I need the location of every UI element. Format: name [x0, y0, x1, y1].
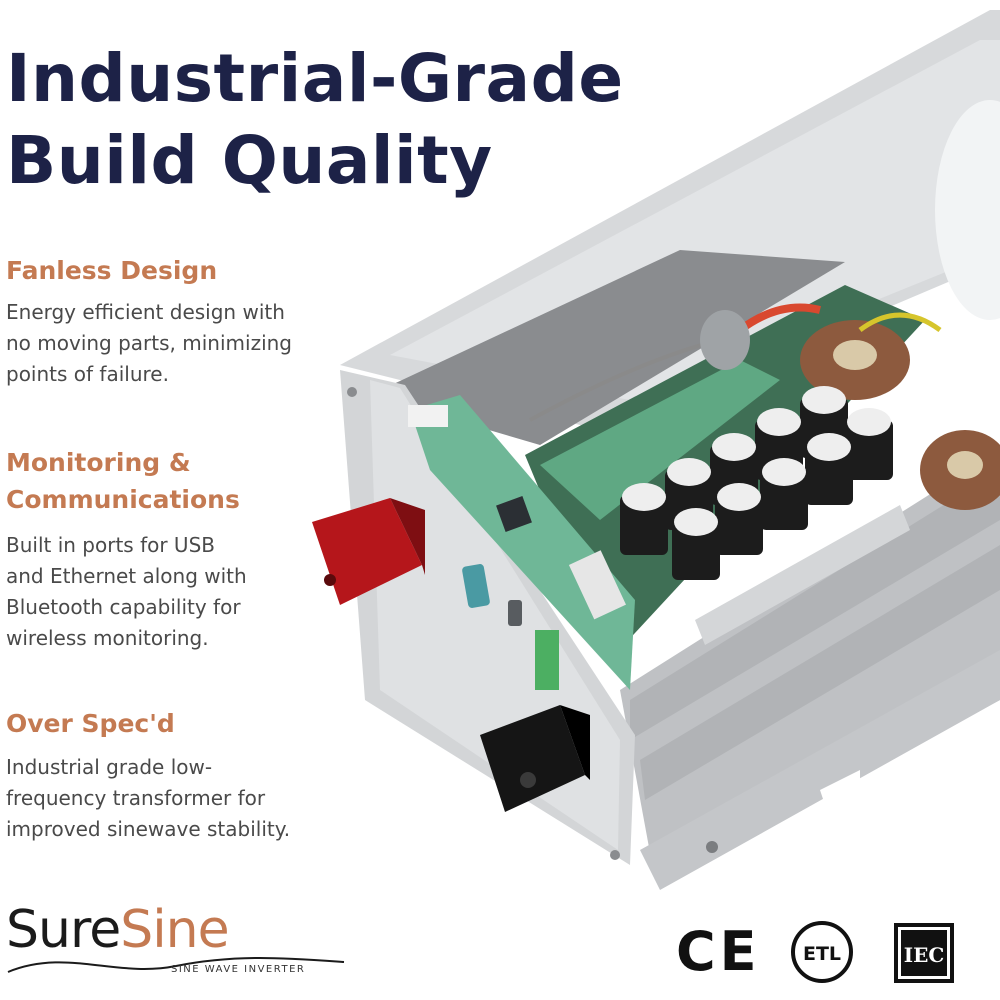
brand-wordmark: SureSine	[6, 898, 230, 962]
feature-desc-monitoring: Built in ports for USB and Ethernet alon…	[6, 530, 316, 654]
brand-tagline: SINE WAVE INVERTER	[171, 964, 306, 975]
desc-line: and Ethernet along with	[6, 564, 247, 588]
usb-port	[508, 600, 522, 626]
terminal-hole	[324, 574, 336, 586]
sine-wave-icon	[7, 957, 345, 973]
flange-slot	[820, 770, 860, 820]
etl-mark-text: ETL	[803, 943, 841, 965]
feature-title-monitoring: Monitoring & Communications	[6, 444, 240, 518]
terminal-block	[535, 630, 559, 690]
pcb-heatsink-strip	[540, 360, 780, 520]
desc-line: improved sinewave stability.	[6, 817, 291, 841]
desc-line: Industrial grade low-	[6, 755, 213, 779]
page-title: Industrial-Grade Build Quality	[6, 38, 624, 202]
capacitor-top	[674, 508, 718, 536]
iec-mark-icon: IEC	[894, 923, 954, 983]
negative-terminal	[480, 705, 590, 812]
desc-line: frequency transformer for	[6, 786, 266, 810]
housing-fin	[630, 470, 1000, 740]
microcontroller-chip	[496, 496, 532, 532]
lid-reflection	[935, 100, 1000, 320]
title-line-2: Build Quality	[6, 122, 493, 199]
toroid-core	[947, 451, 983, 479]
control-pcb	[410, 395, 635, 690]
ce-mark: CE	[676, 920, 761, 983]
housing-inner-wall	[370, 250, 845, 445]
capacitor	[715, 495, 763, 555]
suresine-logo: SureSine SINE WAVE INVERTER	[6, 898, 346, 988]
red-wire	[737, 303, 821, 334]
capacitor	[620, 495, 668, 555]
desc-line: wireless monitoring.	[6, 626, 209, 650]
ribbon-connector	[568, 550, 626, 620]
capacitor-top	[757, 408, 801, 436]
feature-title-text: Monitoring &	[6, 448, 191, 477]
feature-desc-overspec: Industrial grade low- frequency transfor…	[6, 752, 316, 845]
capacitor-top	[807, 433, 851, 461]
capacitor-top	[802, 386, 846, 414]
capacitor	[760, 470, 808, 530]
brand-word-sure: Sure	[6, 900, 121, 960]
positive-terminal	[312, 498, 425, 605]
desc-line: Bluetooth capability for	[6, 595, 241, 619]
mounting-flange	[640, 650, 1000, 890]
capacitor-top	[717, 483, 761, 511]
bus-bar	[695, 505, 910, 645]
capacitor-top	[847, 408, 891, 436]
current-sensor	[700, 310, 750, 370]
capacitor-top	[622, 483, 666, 511]
terminal-body	[480, 705, 585, 812]
screw	[347, 387, 357, 397]
etl-mark-icon: ETL	[791, 921, 853, 983]
capacitor	[845, 420, 893, 480]
capacitor-top	[762, 458, 806, 486]
housing-fin	[640, 545, 1000, 800]
feature-title-overspec: Over Spec'd	[6, 705, 175, 742]
wire-connector	[408, 405, 448, 427]
capacitor	[805, 445, 853, 505]
terminal-body	[312, 498, 422, 605]
capacitor-bank	[620, 398, 893, 580]
screw	[706, 841, 718, 853]
grey-wire	[529, 338, 721, 422]
terminal-side	[560, 705, 590, 780]
feature-title-text: Communications	[6, 485, 240, 514]
title-line-1: Industrial-Grade	[6, 40, 624, 117]
ethernet-port	[462, 564, 490, 608]
desc-line: Energy efficient design with	[6, 300, 285, 324]
terminal-hole	[520, 772, 536, 788]
capacitor-top	[712, 433, 756, 461]
desc-line: Built in ports for USB	[6, 533, 215, 557]
feature-title-text: Fanless Design	[6, 256, 218, 285]
capacitor-tops	[622, 386, 891, 536]
desc-line: no moving parts, minimizing	[6, 331, 292, 355]
brand-word-sine: Sine	[120, 900, 229, 960]
terminal-side	[390, 498, 425, 575]
feature-title-fanless: Fanless Design	[6, 252, 217, 289]
feature-desc-fanless: Energy efficient design with no moving p…	[6, 297, 316, 390]
feature-title-text: Over Spec'd	[6, 709, 175, 738]
iec-mark-text: IEC	[904, 943, 945, 967]
yellow-wire	[858, 312, 942, 333]
capacitor-top	[667, 458, 711, 486]
screw	[610, 850, 620, 860]
inverter-product-image	[312, 10, 1000, 890]
toroid-core	[833, 340, 877, 370]
desc-line: points of failure.	[6, 362, 169, 386]
capacitor	[672, 520, 720, 580]
